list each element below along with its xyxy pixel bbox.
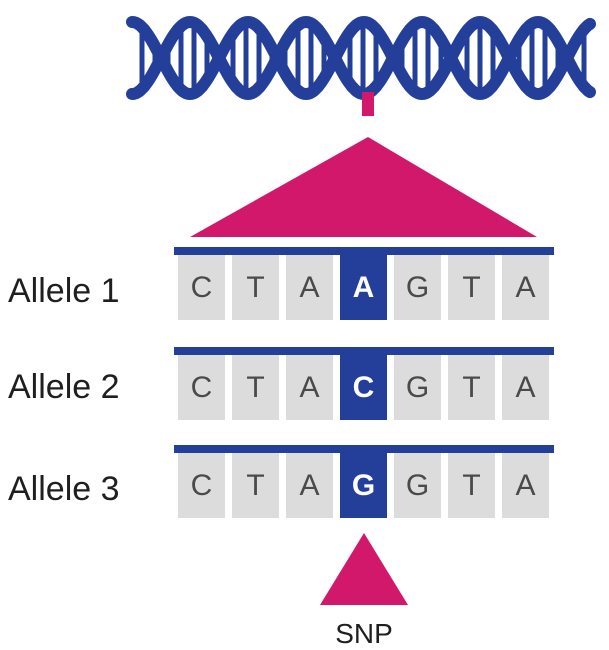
allele-label-1: Allele 1 xyxy=(8,272,120,310)
base-cell: C xyxy=(178,255,225,320)
base-cell: G xyxy=(394,355,441,420)
snp-base-cell: G xyxy=(340,453,387,518)
sequence-bar xyxy=(174,445,554,453)
base-cell: A xyxy=(502,453,549,518)
allele-sequence-2: C T A C G T A xyxy=(174,347,554,421)
snp-base-cell: C xyxy=(340,355,387,420)
base-cell: A xyxy=(286,453,333,518)
base-cell: T xyxy=(448,355,495,420)
base-cell: G xyxy=(394,453,441,518)
base-cell: A xyxy=(286,255,333,320)
sequence-bar xyxy=(174,247,554,255)
snp-marker xyxy=(362,92,374,116)
snp-pointer-triangle xyxy=(320,533,408,605)
base-cell: C xyxy=(178,355,225,420)
base-cell: A xyxy=(502,355,549,420)
zoom-triangle xyxy=(190,137,537,237)
snp-label: SNP xyxy=(335,618,393,649)
base-cell: A xyxy=(502,255,549,320)
allele-sequence-1: C T A A G T A xyxy=(174,247,554,321)
sequence-bar xyxy=(174,347,554,355)
base-cell: G xyxy=(394,255,441,320)
base-cell: T xyxy=(448,453,495,518)
base-cell: A xyxy=(286,355,333,420)
allele-sequence-3: C T A G G T A xyxy=(174,445,554,519)
snp-base-cell: A xyxy=(340,255,387,320)
allele-label-2: Allele 2 xyxy=(8,368,120,406)
base-cell: T xyxy=(448,255,495,320)
base-cell: T xyxy=(232,255,279,320)
base-cell: C xyxy=(178,453,225,518)
allele-label-3: Allele 3 xyxy=(8,470,120,508)
base-cell: T xyxy=(232,453,279,518)
base-cell: T xyxy=(232,355,279,420)
dna-double-helix-icon xyxy=(126,15,596,116)
